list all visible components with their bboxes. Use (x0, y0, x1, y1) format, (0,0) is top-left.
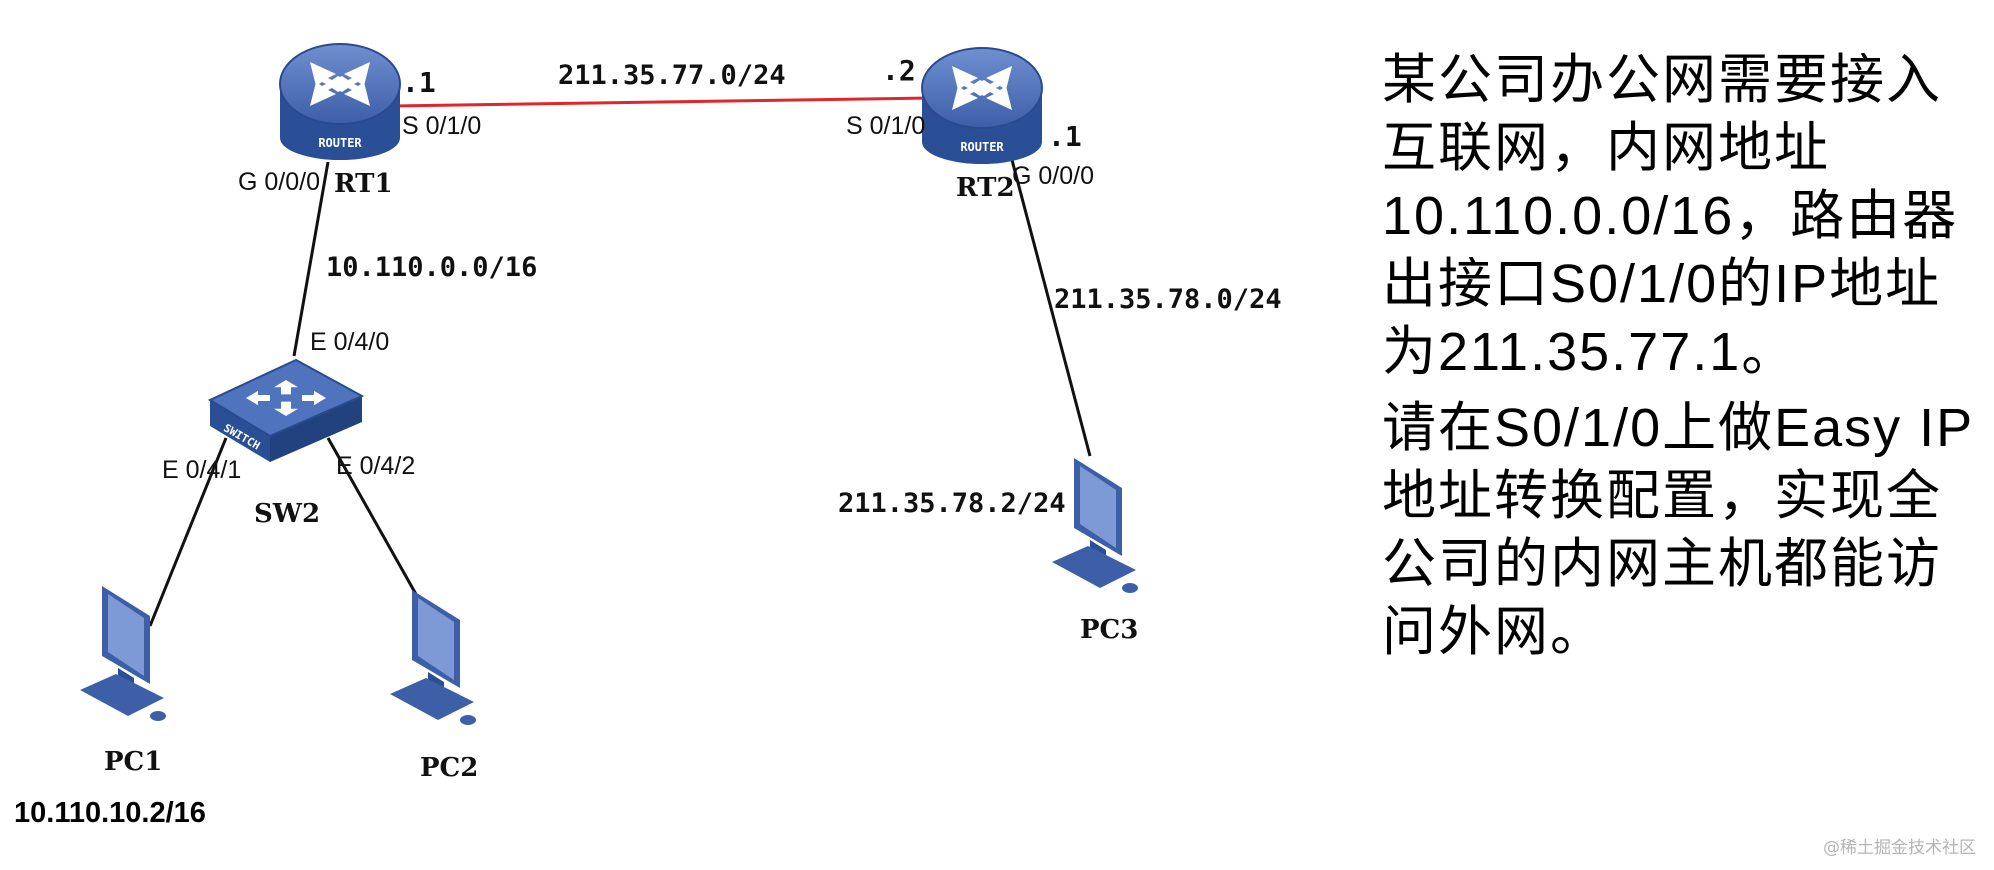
pc2-name: PC2 (420, 753, 478, 783)
pc3-icon (1052, 458, 1138, 593)
rt2-g000-port-label: G 0/0/0 (1012, 162, 1094, 190)
router-rt1-icon: ROUTER (279, 43, 401, 160)
pc1-name: PC1 (104, 747, 162, 777)
task-description-paragraph-1: 某公司办公网需要接入互联网，内网地址10.110.0.0/16，路由器出接口S0… (1382, 50, 1959, 382)
router-rt2-badge: ROUTER (960, 140, 1004, 154)
pc1-icon (80, 586, 166, 721)
link-sw2-pc1 (148, 437, 228, 627)
watermark: @稀土掘金技术社区 (1823, 838, 1976, 858)
pc2-icon (390, 590, 476, 725)
router-rt1-badge: ROUTER (318, 136, 362, 150)
lan-network-label: 10.110.0.0/16 (326, 252, 537, 283)
pc3-ip-label: 211.35.78.2/24 (838, 488, 1066, 519)
link-rt1-rt2 (391, 96, 931, 108)
rt2-s010-host: .2 (882, 54, 916, 87)
pc3-name: PC3 (1080, 615, 1138, 645)
pc1-ip-label: 10.110.10.2/16 (14, 797, 206, 829)
rt1-g000-port-label: G 0/0/0 (238, 168, 320, 196)
rt1-s010-port-label: S 0/1/0 (402, 112, 481, 140)
task-description-paragraph-2: 请在S0/1/0上做Easy IP地址转换配置，实现全公司的内网主机都能访问外网… (1382, 398, 1975, 662)
switch-sw2-icon: SWITCH (207, 358, 365, 462)
sw2-e041-port-label: E 0/4/1 (162, 456, 241, 484)
link-rt1-sw2 (292, 161, 330, 357)
sw2-e042-port-label: E 0/4/2 (336, 452, 415, 480)
rt2-name: RT2 (956, 173, 1015, 203)
rt1-name: RT1 (334, 169, 393, 199)
sw2-name: SW2 (254, 499, 320, 529)
wan-network-label: 211.35.77.0/24 (558, 60, 786, 91)
router-rt2-icon: ROUTER (921, 47, 1043, 164)
task-description: 某公司办公网需要接入互联网，内网地址10.110.0.0/16，路由器出接口S0… (1382, 46, 1982, 674)
rt1-s010-host: .1 (402, 66, 436, 99)
link-rt2-pc3 (1010, 159, 1092, 457)
rt2-g000-host: .1 (1048, 120, 1082, 153)
rt2-s010-port-label: S 0/1/0 (846, 112, 925, 140)
link-sw2-pc2 (326, 437, 428, 613)
pc3-network-label: 211.35.78.0/24 (1054, 284, 1282, 315)
sw2-e040-port-label: E 0/4/0 (310, 328, 389, 356)
